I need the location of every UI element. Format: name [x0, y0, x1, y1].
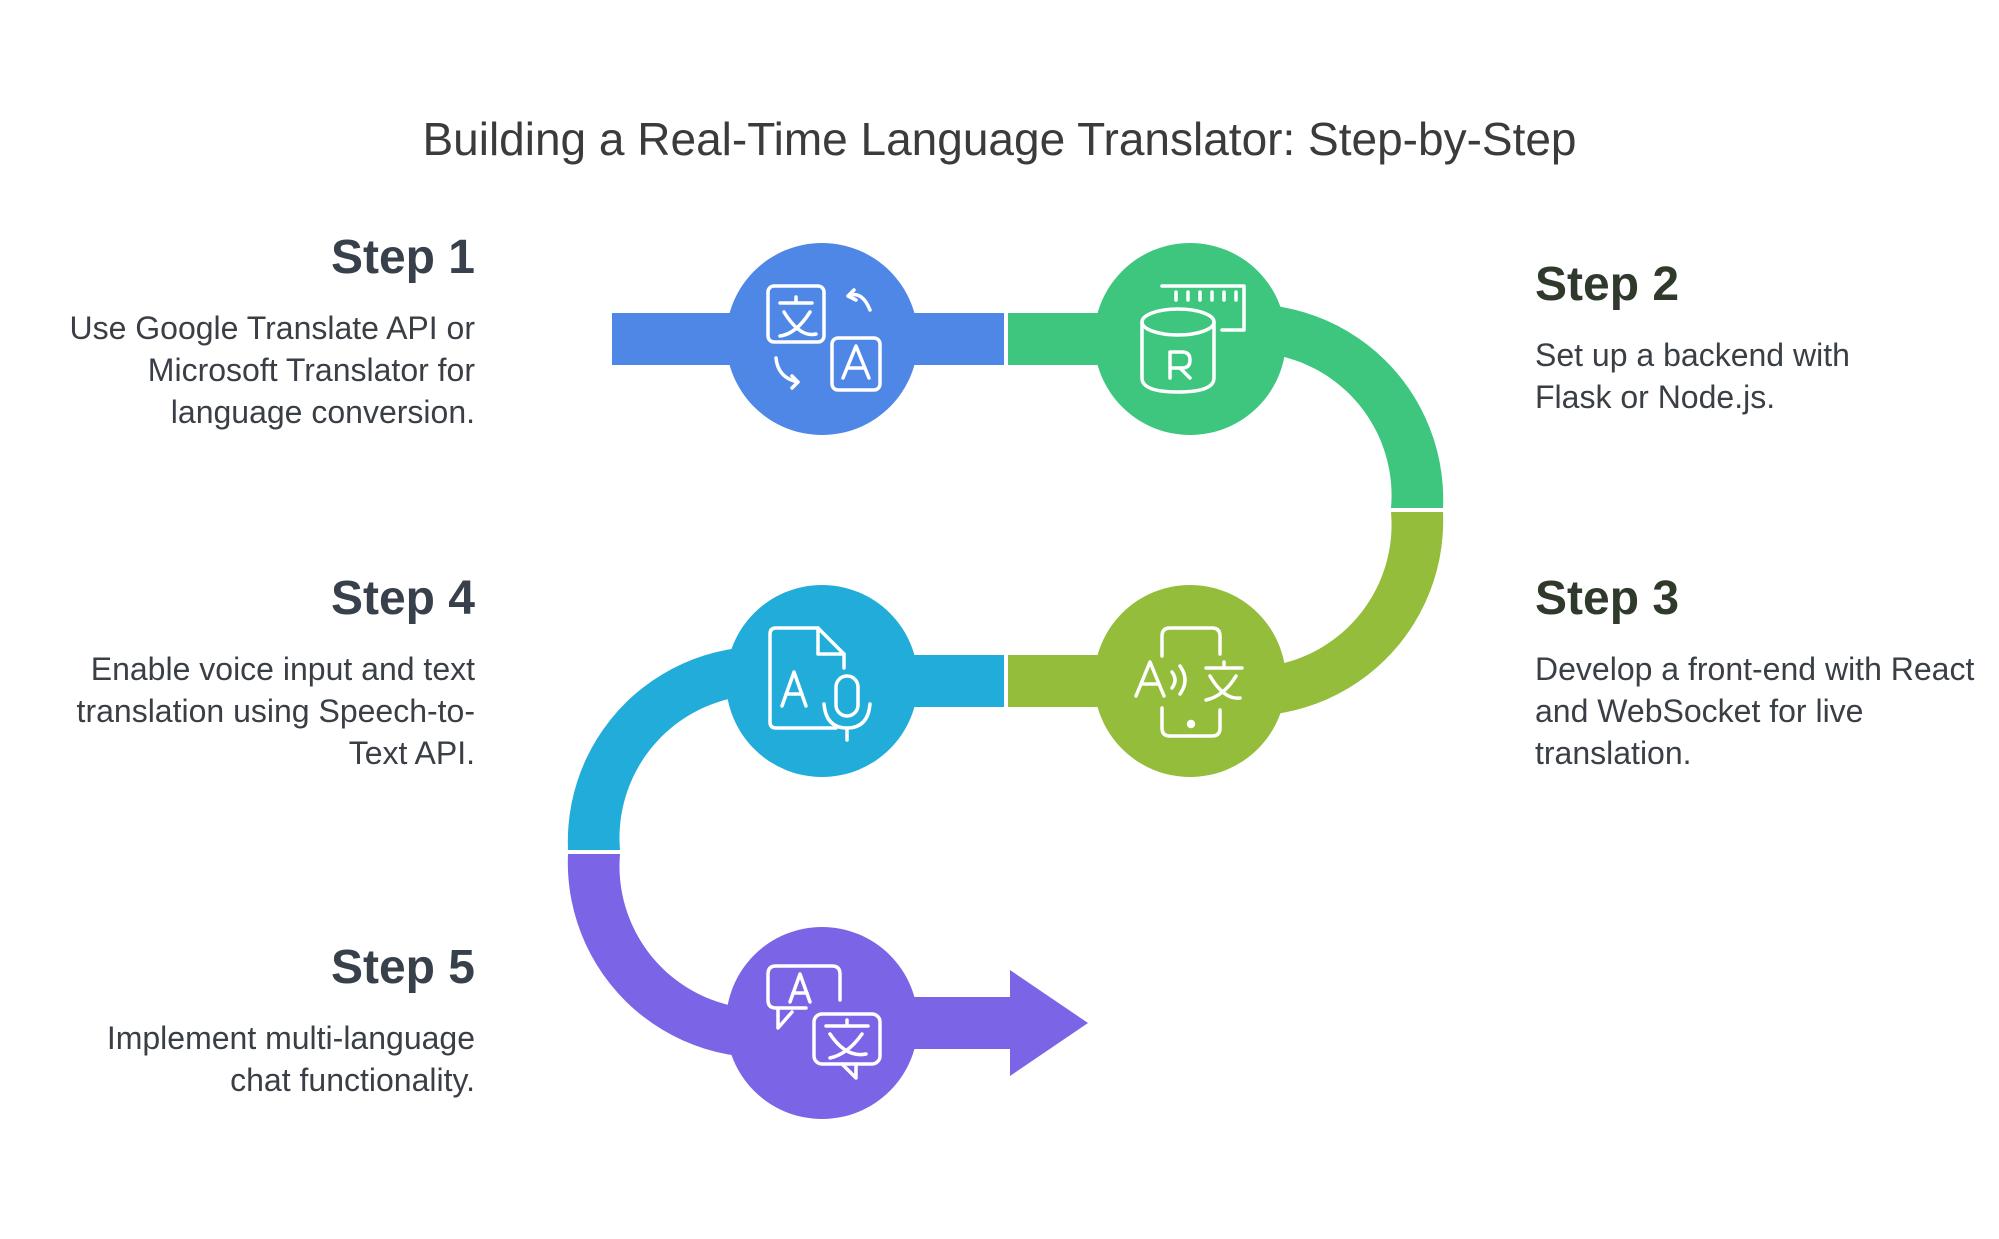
step-3-block: Step 3 Develop a front-end with React an…: [1535, 571, 1999, 774]
step-1-heading: Step 1: [330, 231, 475, 284]
step-4-description: Enable voice input and text translation …: [76, 651, 475, 771]
database-server-icon: [1140, 284, 1246, 394]
translate-icon: [766, 284, 882, 392]
step-4-heading: Step 4: [330, 572, 475, 625]
step-2-block: Step 2 Set up a backend with Flask or No…: [1535, 257, 1895, 418]
step-3-heading: Step 3: [1535, 572, 1680, 625]
step-2-heading: Step 2: [1535, 258, 1680, 311]
step-3-circle: [1094, 585, 1286, 777]
step-1-block: Step 1 Use Google Translate API or Micro…: [45, 230, 475, 433]
voice-document-icon: [768, 626, 872, 742]
page-title: Building a Real-Time Language Translator…: [422, 113, 1577, 165]
arrow-head: [1010, 970, 1088, 1076]
step-2-description: Set up a backend with Flask or Node.js.: [1535, 337, 1850, 415]
step-5-description: Implement multi-language chat functional…: [106, 1020, 475, 1098]
step-5-block: Step 5 Implement multi-language chat fun…: [45, 940, 475, 1101]
step-5-heading: Step 5: [330, 941, 475, 994]
phone-translate-icon: [1134, 626, 1244, 738]
step-4-circle: [726, 585, 918, 777]
step-4-block: Step 4 Enable voice input and text trans…: [45, 571, 475, 774]
step-1-description: Use Google Translate API or Microsoft Tr…: [69, 310, 475, 430]
step-3-description: Develop a front-end with React and WebSo…: [1535, 651, 1975, 771]
step-2-circle: [1094, 243, 1286, 435]
step-5-circle: [726, 927, 918, 1119]
chat-translate-icon: [766, 964, 882, 1080]
